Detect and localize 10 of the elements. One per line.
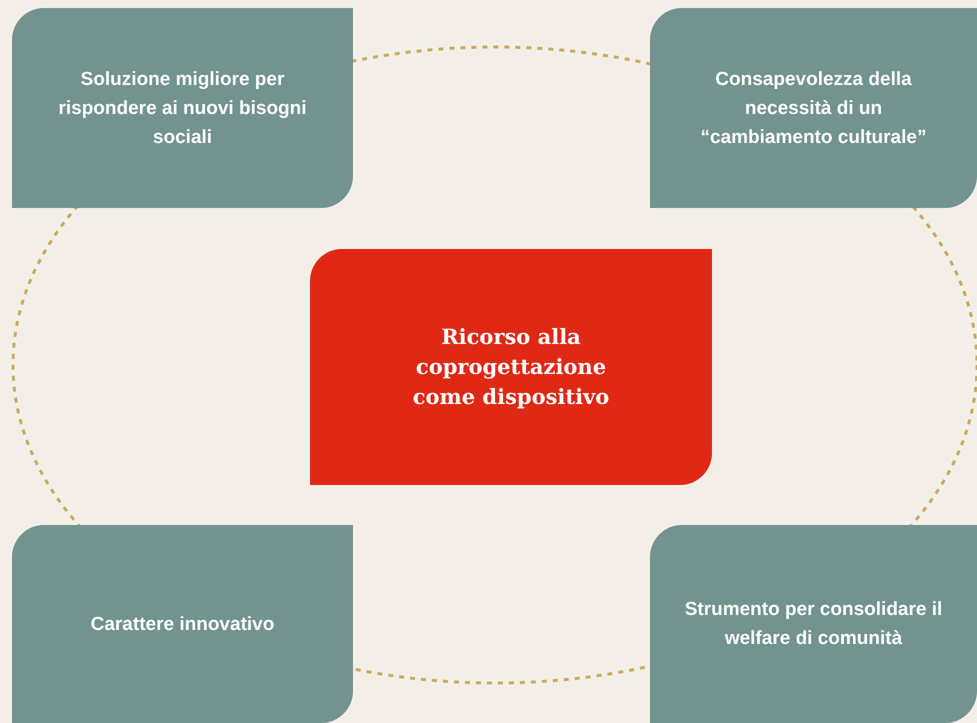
central-label: Ricorso alla coprogettazione come dispositivo (412, 323, 610, 411)
box-label: Carattere innovativo (90, 612, 274, 636)
statement-box (650, 525, 977, 723)
box-label: Soluzione migliore per rispondere ai nuovi bisogni sociali (57, 68, 308, 150)
statement-box (12, 8, 353, 208)
statement-box (650, 8, 977, 208)
statement-box (12, 525, 353, 723)
box-label: Consapevolezza della necessità di un “cambiamento culturale” (700, 68, 928, 150)
box-label: Strumento per consolidare il welfare di comunità (684, 598, 944, 651)
central-box (310, 249, 712, 485)
